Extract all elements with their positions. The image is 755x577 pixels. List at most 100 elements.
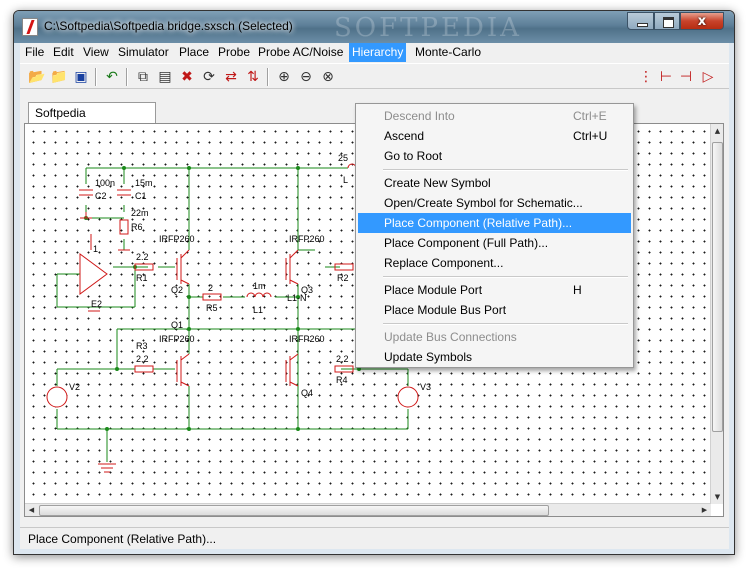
label-l1-value: 1m	[253, 281, 266, 291]
label-l1-n: L1-N	[287, 293, 307, 303]
open-file-icon[interactable]: 📁	[50, 69, 68, 85]
toolbar: 📂 📁 ▣ ↶ ⧉ ▤ ✖ ⟳ ⇄ ⇅ ⊕ ⊖ ⊗ ⋮ ⊢ ⊣ ▷	[20, 63, 729, 89]
scroll-left-icon[interactable]: ◀	[28, 506, 35, 514]
label-q1-part: IRFP260	[159, 334, 195, 344]
label-e2-pin: 1	[93, 244, 98, 254]
menu-item-update-symbols[interactable]: Update Symbols	[358, 347, 631, 367]
label-v3-name: V3	[420, 382, 431, 392]
menu-item-label: Update Bus Connections	[384, 330, 517, 344]
label-r1-name: R1	[136, 273, 148, 283]
scroll-right-icon[interactable]: ▶	[701, 506, 708, 514]
label-r6-name: R6	[131, 222, 143, 232]
label-q1-name: Q1	[171, 320, 183, 330]
open-folder-icon[interactable]: 📂	[28, 69, 46, 85]
menu-item-label: Ascend	[384, 129, 425, 143]
menu-place[interactable]: Place	[179, 45, 210, 59]
bus-left-icon[interactable]: ⊣	[679, 69, 693, 85]
menu-item-label: Place Module Bus Port	[384, 303, 507, 317]
copy-icon[interactable]: ⧉	[138, 69, 148, 85]
label-q2-name: Q2	[171, 285, 183, 295]
save-icon[interactable]: ▣	[74, 69, 88, 85]
cut-icon[interactable]: ✖	[181, 69, 193, 85]
menu-edit[interactable]: Edit	[53, 45, 74, 59]
menu-item-replace-component[interactable]: Replace Component...	[358, 253, 631, 273]
tab-softpedia-bridge[interactable]: Softpedia bridge.sxsch	[28, 102, 156, 140]
app-window: SOFTPEDIA C:\Softpedia\Softpedia bridge.…	[13, 10, 735, 555]
label-c2-value: 100n	[95, 178, 115, 188]
label-q3-name: Q3	[301, 285, 313, 295]
menu-item-update-bus-connections[interactable]: Update Bus Connections	[358, 327, 631, 347]
scroll-up-icon[interactable]: ▲	[714, 127, 721, 135]
label-q4-name: Q4	[301, 388, 313, 398]
menu-item-go-to-root[interactable]: Go to Root	[358, 146, 631, 166]
window-title: C:\Softpedia\Softpedia bridge.sxsch (Sel…	[44, 19, 293, 33]
softpedia-watermark: SOFTPEDIA	[334, 13, 522, 43]
label-c1-name: C1	[135, 191, 147, 201]
toolbar-separator	[95, 68, 97, 86]
hierarchy-menu: Descend Into Ctrl+E Ascend Ctrl+U Go to Ro…	[355, 103, 634, 368]
mirror-icon[interactable]: ⇄	[225, 69, 237, 85]
paste-icon[interactable]: ▤	[158, 69, 172, 85]
label-top-name: L	[343, 175, 348, 185]
zoom-in-icon[interactable]: ⊕	[278, 69, 290, 85]
maximize-button[interactable]	[654, 12, 680, 30]
bus-right-icon[interactable]: ⊢	[659, 69, 673, 85]
undo-icon[interactable]: ↶	[106, 69, 118, 85]
label-r5-name: R5	[206, 303, 218, 313]
menu-item-place-component-relative[interactable]: Place Component (Relative Path)...	[358, 213, 631, 233]
menu-item-label: Create New Symbol	[384, 176, 491, 190]
schematic-labels: 100n C2 15m C1 22m R6 1 E2 2.2 R1 IRFP26…	[69, 153, 431, 398]
label-r4-value: 2.2	[336, 354, 349, 364]
menu-separator	[383, 169, 628, 171]
toolbar-separator	[126, 68, 128, 86]
status-bar: Place Component (Relative Path)...	[20, 527, 729, 549]
menu-item-shortcut: H	[573, 283, 582, 297]
vertical-scrollbar[interactable]: ▲ ▼	[710, 124, 723, 504]
label-v2-name: V2	[69, 382, 80, 392]
horizontal-scroll-thumb[interactable]	[39, 505, 549, 516]
simetrix-app-icon	[22, 18, 38, 36]
menu-probe[interactable]: Probe	[218, 45, 251, 59]
horizontal-scrollbar[interactable]: ◀ ▶	[25, 503, 711, 516]
scroll-down-icon[interactable]: ▼	[714, 493, 721, 501]
zoom-out-icon[interactable]: ⊖	[300, 69, 312, 85]
label-l1-name: L1	[253, 305, 263, 315]
title-bar[interactable]: SOFTPEDIA C:\Softpedia\Softpedia bridge.…	[14, 11, 734, 43]
label-e2-name: E2	[91, 299, 102, 309]
junctions	[84, 166, 361, 431]
zoom-fit-icon[interactable]: ⊗	[322, 69, 334, 85]
label-q2-part: IRFP260	[159, 234, 195, 244]
menu-item-open-create-symbol[interactable]: Open/Create Symbol for Schematic...	[358, 193, 631, 213]
menu-view[interactable]: View	[83, 45, 109, 59]
menu-simulator[interactable]: Simulator	[118, 45, 169, 59]
label-q4-part: IRFP260	[289, 334, 325, 344]
menu-item-shortcut: Ctrl+E	[573, 109, 607, 123]
vertical-scroll-thumb[interactable]	[712, 142, 723, 432]
menu-monte-carlo[interactable]: Monte-Carlo	[415, 45, 482, 59]
menu-probe-ac-noise[interactable]: Probe AC/Noise	[258, 45, 344, 59]
menu-file[interactable]: File	[25, 45, 45, 59]
wires	[56, 167, 409, 462]
client-area: File Edit View Simulator Place Probe Pro…	[20, 43, 729, 549]
label-r1-value: 2.2	[136, 252, 149, 262]
close-button[interactable]: x	[680, 12, 724, 30]
menu-item-label: Place Component (Full Path)...	[384, 236, 549, 250]
buffer-icon[interactable]: ▷	[702, 69, 714, 85]
label-top-value: 25	[338, 153, 348, 163]
menu-item-label: Descend Into	[384, 109, 455, 123]
menu-item-ascend[interactable]: Ascend Ctrl+U	[358, 126, 631, 146]
rotate-icon[interactable]: ⟳	[203, 69, 215, 85]
menu-separator	[383, 323, 628, 325]
menu-item-place-component-full[interactable]: Place Component (Full Path)...	[358, 233, 631, 253]
menu-hierarchy[interactable]: Hierarchy	[349, 43, 407, 62]
menu-bar: File Edit View Simulator Place Probe Pro…	[20, 43, 729, 62]
flip-icon[interactable]: ⇅	[247, 69, 259, 85]
menu-item-label: Replace Component...	[384, 256, 504, 270]
menu-item-descend-into[interactable]: Descend Into Ctrl+E	[358, 106, 631, 126]
menu-item-place-module-bus-port[interactable]: Place Module Bus Port	[358, 300, 631, 320]
menu-item-shortcut: Ctrl+U	[573, 129, 608, 143]
minimize-button[interactable]	[627, 12, 654, 30]
terminal-icon[interactable]: ⋮	[639, 69, 653, 85]
menu-item-create-new-symbol[interactable]: Create New Symbol	[358, 173, 631, 193]
